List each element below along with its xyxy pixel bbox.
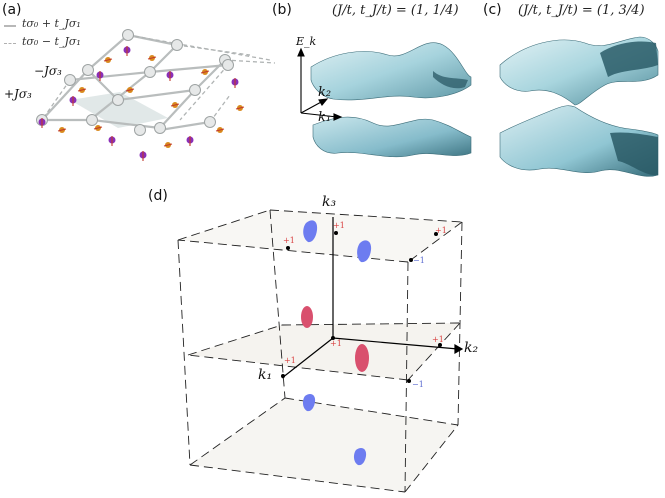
weyl-points — [281, 231, 442, 383]
charge-top-right: +1 — [435, 226, 447, 235]
axes-b — [297, 47, 343, 121]
band-structure-c — [499, 36, 659, 177]
axis-k2-d: k₂ — [464, 340, 479, 356]
panel-c-title: (J/t, t_J/t) = (1, 3/4) — [518, 3, 645, 18]
axis-k1-b: k₁ — [318, 110, 332, 125]
panel-c-label: (c) — [483, 2, 502, 18]
red-pockets — [301, 306, 369, 372]
blue-pocket-1 — [303, 220, 318, 243]
axis-k2-b: k₂ — [318, 85, 332, 100]
charge-mid-left: +1 — [284, 356, 296, 365]
panel-b-title: (J/t, t_J/t) = (1, 1/4) — [332, 3, 459, 18]
axis-energy-b: E_k — [296, 35, 317, 48]
axis-k3-d: k₃ — [322, 194, 337, 210]
dashed-bonds — [41, 34, 276, 123]
band-structure-b — [297, 42, 472, 158]
shaded-plaquette — [70, 92, 168, 128]
lattice-diagram — [36, 29, 276, 161]
blue-pocket-2 — [357, 240, 372, 263]
legend-dashed-label: tσ₀ − t_Jσ₁ — [22, 35, 81, 48]
coupling-plus-label: +Jσ₃ — [4, 87, 32, 101]
legend-dashed-line — [4, 43, 16, 44]
coupling-minus-label: −Jσ₃ — [34, 64, 62, 78]
plane-mid — [188, 323, 460, 380]
axis-k1-d: k₁ — [258, 367, 273, 383]
red-pocket-2 — [355, 344, 369, 372]
axes-d — [281, 217, 464, 379]
charge-top-left: +1 — [283, 236, 295, 245]
blue-pocket-3 — [302, 394, 316, 412]
cube-edges — [177, 209, 463, 493]
plane-bottom — [190, 398, 458, 492]
panel-b-label: (b) — [272, 2, 292, 18]
spin-arrows — [41, 46, 245, 161]
charge-top-center: +1 — [333, 221, 345, 230]
legend-solid-line — [4, 25, 16, 27]
charge-mid-center: +1 — [330, 339, 342, 348]
charge-top-right-neg: −1 — [413, 256, 425, 265]
blue-pockets — [302, 220, 372, 466]
lattice-nodes — [36, 29, 234, 136]
charge-mid-right: +1 — [432, 335, 444, 344]
panel-a-label: (a) — [2, 2, 22, 18]
red-pocket-1 — [301, 306, 313, 328]
panel-d-label: (d) — [148, 188, 168, 204]
legend-solid-label: tσ₀ + t_Jσ₁ — [22, 17, 81, 30]
upper-band-b — [310, 42, 472, 101]
lower-band-b — [312, 116, 472, 158]
plane-top — [178, 210, 462, 262]
blue-pocket-4 — [353, 448, 367, 466]
charge-mid-right-neg: −1 — [412, 380, 424, 389]
